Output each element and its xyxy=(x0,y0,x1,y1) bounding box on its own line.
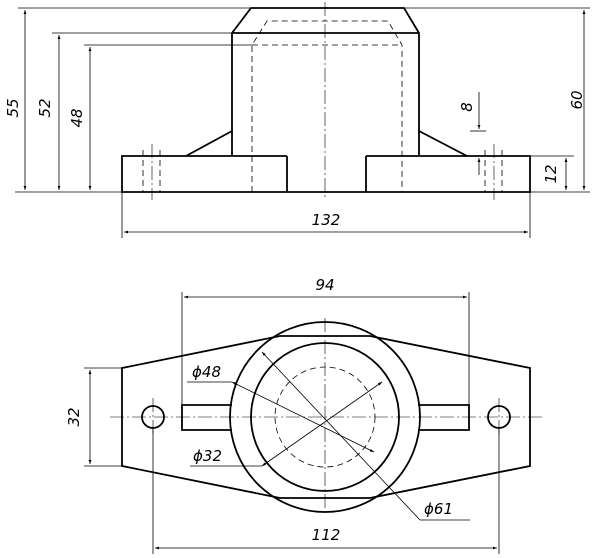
dim-60: 60 xyxy=(568,90,586,109)
dim-94: 94 xyxy=(315,276,334,294)
dim-48: 48 xyxy=(68,108,86,127)
left-rib xyxy=(181,404,232,431)
dim-phi61: ϕ61 xyxy=(424,500,453,518)
front-view-outline xyxy=(121,7,531,193)
dim-phi48: ϕ48 xyxy=(192,363,221,381)
dim-8: 8 xyxy=(458,102,476,112)
dim-55: 55 xyxy=(4,98,22,117)
phi61-leader xyxy=(261,351,421,521)
dim-32: 32 xyxy=(65,407,83,426)
dim-phi32: ϕ32 xyxy=(193,447,222,465)
front-view: 55 52 48 60 8 12 132 xyxy=(4,2,590,238)
top-view: 94 ϕ48 32 ϕ32 ϕ61 112 xyxy=(65,276,545,554)
dim-132: 132 xyxy=(312,211,341,229)
bore-hidden xyxy=(251,20,403,192)
dim-112: 112 xyxy=(312,526,341,544)
phi32-leader xyxy=(261,381,383,467)
right-rib xyxy=(418,404,470,431)
dim-12: 12 xyxy=(542,164,560,183)
flange-outline xyxy=(121,335,531,499)
dim-52: 52 xyxy=(36,98,54,117)
